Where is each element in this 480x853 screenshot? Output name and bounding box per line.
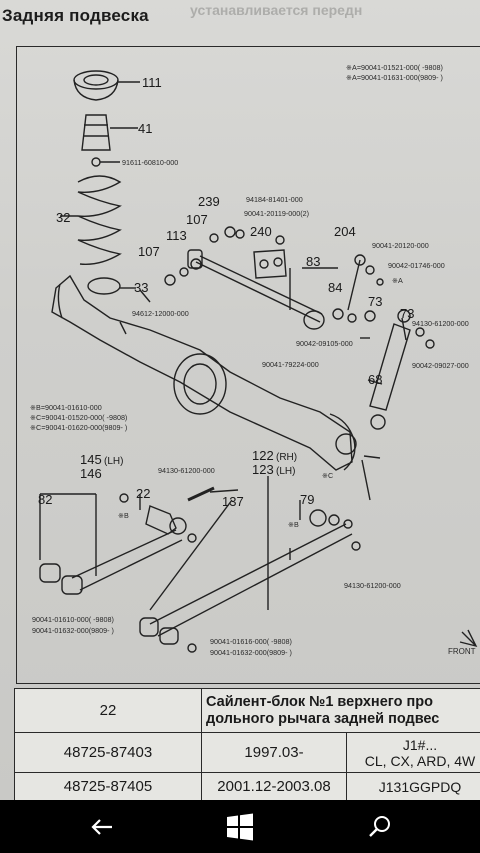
callout-204: 204	[334, 224, 356, 239]
callout-145: 145	[80, 452, 102, 467]
callout-123: 123	[252, 462, 274, 477]
pn-90042-01746: 90042-01746-000	[388, 261, 445, 270]
pn-90041-01610: 90041-01610-000( -9808)	[32, 615, 114, 624]
photo-page: устанавливается передн Задняя подвеска	[0, 0, 480, 800]
mark-a: ※A	[392, 276, 403, 285]
callout-122-rh: (RH)	[276, 452, 297, 463]
footnote-b: ※B=90041-01610-000	[30, 403, 102, 412]
pn-94612: 94612-12000-000	[132, 309, 189, 318]
callout-73a: 73	[368, 294, 382, 309]
callout-137: 137	[222, 494, 244, 509]
pn-90041-79224: 90041-79224-000	[262, 360, 319, 369]
suspension-diagram: 111 41 32 33 239 107 113 107 240 204 83 …	[30, 63, 478, 657]
pn-90041-01632-b: 90041-01632-000(9809- )	[210, 648, 292, 657]
mark-b2: ※B	[288, 520, 299, 529]
table-header-line-2: дольного рычага задней подвес	[206, 710, 440, 727]
callout-32: 32	[56, 210, 70, 225]
callout-145-lh: (LH)	[104, 456, 123, 467]
search-button[interactable]	[350, 800, 410, 853]
callout-22: 22	[136, 486, 150, 501]
callout-83: 83	[306, 254, 320, 269]
parts-table: 22 Сайлент-блок №1 верхнего про дольного…	[14, 688, 480, 800]
start-button[interactable]	[210, 800, 270, 853]
pn-91611: 91611-60810-000	[122, 158, 178, 167]
table-cell-code: J1#... CL, CX, ARD, 4W	[346, 732, 480, 773]
callout-146: 146	[80, 466, 102, 481]
front-arrow-icon	[459, 629, 478, 648]
table-cell-part: 48725-87403	[14, 732, 202, 773]
windows-nav-bar	[0, 800, 480, 853]
windows-start-icon	[227, 813, 253, 840]
callout-84: 84	[328, 280, 342, 295]
callout-41: 41	[138, 121, 152, 136]
callout-68: 68	[368, 372, 382, 387]
callout-82: 82	[38, 492, 52, 507]
search-icon	[369, 815, 390, 837]
front-label: FRONT	[448, 647, 476, 656]
table-cell-code: J131GGPDQ	[346, 772, 480, 800]
pn-90041-20119: 90041-20119-000(2)	[244, 209, 309, 218]
pn-90041-01616: 90041-01616-000( -9808)	[210, 637, 292, 646]
diagram-drawing	[39, 70, 435, 653]
pn-94130-61200-a: 94130-61200-000	[412, 319, 469, 328]
diagram-frame	[16, 46, 480, 684]
footnote-c1: ※C=90041-01520-000( -9808)	[30, 413, 127, 422]
callout-239: 239	[198, 194, 220, 209]
table-cell-date: 2001.12-2003.08	[201, 772, 347, 800]
back-arrow-icon	[91, 818, 112, 835]
callout-123-lh: (LH)	[276, 466, 295, 477]
table-row: 48725-87403 1997.03- J1#... CL, CX, ARD,…	[14, 732, 480, 773]
table-row: 48725-87405 2001.12-2003.08 J131GGPDQ	[14, 772, 480, 800]
table-header-no: 22	[14, 688, 202, 733]
footnote-c2: ※C=90041-01620-000(9809- )	[30, 423, 127, 432]
callout-111: 111	[142, 75, 162, 90]
callout-107a: 107	[186, 212, 208, 227]
callout-122: 122	[252, 448, 274, 463]
footnote-labels: ※A=90041-01521-000( -9808) ※A=90041-0163…	[30, 63, 476, 656]
part-number-labels: 91611-60810-000 94184-81401-000 90041-20…	[32, 158, 469, 657]
back-button[interactable]	[72, 800, 132, 853]
pn-94130-61200-b: 94130-61200-000	[158, 466, 215, 475]
table-cell-part: 48725-87405	[14, 772, 202, 800]
table-cell-code-line-2: CL, CX, ARD, 4W	[364, 752, 476, 769]
callout-73b: 73	[400, 306, 414, 321]
footnote-a1: ※A=90041-01521-000( -9808)	[346, 63, 443, 72]
mark-b1: ※B	[118, 511, 129, 520]
table-header-line-1: Сайлент-блок №1 верхнего про	[206, 693, 433, 710]
callout-240: 240	[250, 224, 272, 239]
pn-90042-09027: 90042-09027-000	[412, 361, 469, 370]
pn-94184: 94184-81401-000	[246, 195, 303, 204]
footnote-a2: ※A=90041-01631-000(9809- )	[346, 73, 443, 82]
page-title: Задняя подвеска	[2, 6, 149, 25]
faint-background-text: устанавливается передн	[190, 2, 363, 18]
table-header-description: Сайлент-блок №1 верхнего про дольного ры…	[201, 688, 480, 733]
pn-90042-09105: 90042-09105-000	[296, 339, 353, 348]
callout-107b: 107	[138, 244, 160, 259]
callout-labels: 111 41 32 33 239 107 113 107 240 204 83 …	[38, 75, 414, 509]
table-header-row: 22 Сайлент-блок №1 верхнего про дольного…	[14, 688, 480, 733]
pn-90041-20120: 90041-20120-000	[372, 241, 429, 250]
callout-79: 79	[300, 492, 314, 507]
table-cell-code-line-1: J1#...	[402, 736, 438, 753]
pn-94130-61200-c: 94130-61200-000	[344, 581, 401, 590]
callout-33: 33	[134, 280, 148, 295]
pn-90041-01632-a: 90041-01632-000(9809- )	[32, 626, 114, 635]
table-cell-date: 1997.03-	[201, 732, 347, 773]
callout-113: 113	[166, 228, 187, 243]
mark-c: ※C	[322, 471, 333, 480]
